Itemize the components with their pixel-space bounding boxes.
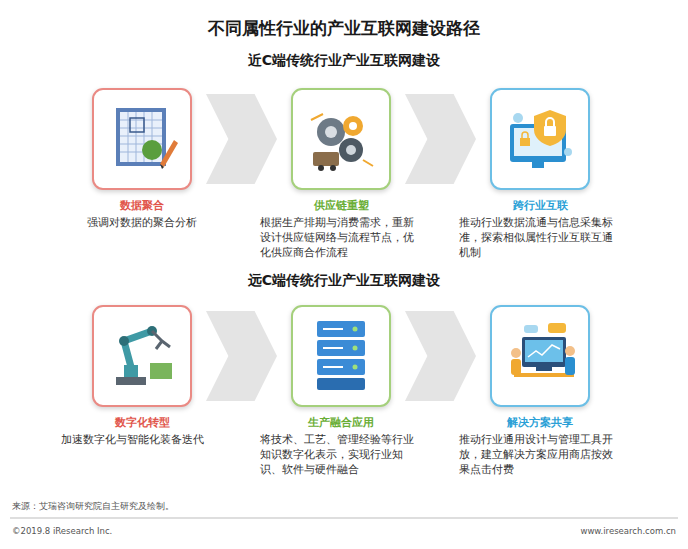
card-body: 根据生产排期与消费需求，重新设计供应链网络与流程节点，优化供应商合作流程 <box>260 215 422 260</box>
process-card: 数字化转型加速数字化与智能化装备迭代 <box>54 305 230 447</box>
section-heading: 远C端传统行业产业互联网建设 <box>0 272 688 290</box>
process-card: 供应链重塑根据生产排期与消费需求，重新设计供应链网络与流程节点，优化供应商合作流… <box>253 88 429 260</box>
chevron-arrow <box>206 94 277 184</box>
icon-frame <box>92 305 192 407</box>
section-heading: 近C端传统行业产业互联网建设 <box>0 52 688 70</box>
process-card: 跨行业互联推动行业数据流通与信息采集标准，探索相似属性行业互联互通机制 <box>452 88 628 260</box>
card-heading: 供应链重塑 <box>253 199 429 213</box>
illustration <box>293 90 389 188</box>
illustration <box>293 307 389 405</box>
process-card: 数据聚合强调对数据的聚合分析 <box>54 88 230 230</box>
chevron-arrow <box>405 94 476 184</box>
process-card: 解决方案共享推动行业通用设计与管理工具开放，建立解决方案应用商店按效果点击付费 <box>452 305 628 477</box>
card-body: 推动行业数据流通与信息采集标准，探索相似属性行业互联互通机制 <box>459 215 621 260</box>
title: 不同属性行业的产业互联网建设路径 <box>0 17 688 40</box>
card-heading: 数字化转型 <box>54 416 230 430</box>
chevron-arrow <box>405 311 476 401</box>
icon-frame <box>291 88 391 190</box>
card-body: 将技术、工艺、管理经验等行业知识数字化表示，实现行业知识、软件与硬件融合 <box>260 432 422 477</box>
icon-frame <box>490 305 590 407</box>
card-body: 强调对数据的聚合分析 <box>61 215 223 230</box>
source-note: 来源：艾瑞咨询研究院自主研究及绘制。 <box>12 501 174 513</box>
illustration <box>94 307 190 405</box>
icon-frame <box>291 305 391 407</box>
card-heading: 跨行业互联 <box>452 199 628 213</box>
footer-rule <box>10 518 678 519</box>
card-heading: 解决方案共享 <box>452 416 628 430</box>
icon-frame <box>490 88 590 190</box>
card-heading: 数据聚合 <box>54 199 230 213</box>
icon-frame <box>92 88 192 190</box>
card-body: 加速数字化与智能化装备迭代 <box>61 432 223 447</box>
card-heading: 生产融合应用 <box>253 416 429 430</box>
copyright: ©2019.8 iResearch Inc. <box>12 526 112 536</box>
card-body: 推动行业通用设计与管理工具开放，建立解决方案应用商店按效果点击付费 <box>459 432 621 477</box>
illustration <box>492 90 588 188</box>
illustration <box>94 90 190 188</box>
chevron-arrow <box>206 311 277 401</box>
process-card: 生产融合应用将技术、工艺、管理经验等行业知识数字化表示，实现行业知识、软件与硬件… <box>253 305 429 477</box>
illustration <box>492 307 588 405</box>
website: www.iresearch.com.cn <box>580 526 676 536</box>
